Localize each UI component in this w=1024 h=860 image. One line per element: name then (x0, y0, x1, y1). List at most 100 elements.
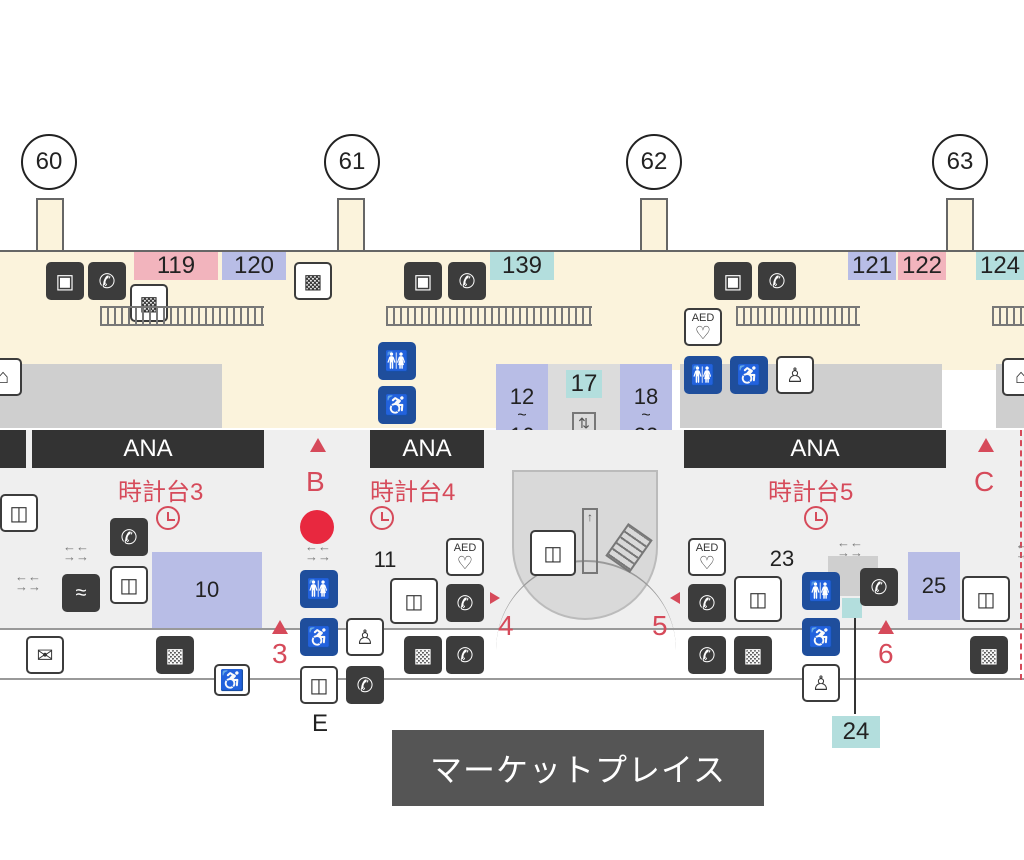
gate-122: 122 (898, 252, 946, 280)
moving-walkway (736, 306, 860, 326)
area-17: 17 (566, 370, 602, 398)
marketplace-label: マーケットプレイス (392, 730, 764, 806)
area-18: 18 (633, 383, 659, 409)
phone-icon[interactable]: ✆ (446, 636, 484, 674)
zone-b-label: B (306, 466, 325, 497)
house-icon[interactable]: ⌂ (0, 358, 22, 396)
elevator-icon[interactable]: ◫ (734, 576, 782, 622)
area-24-highlight (842, 598, 862, 618)
phone-icon[interactable]: ✆ (688, 584, 726, 622)
wheelchair-icon[interactable]: ♿ (730, 356, 768, 394)
elevator-icon[interactable]: ◫ (110, 566, 148, 604)
zone-c-label: C (974, 466, 995, 497)
elevator-icon[interactable]: ◫ (962, 576, 1010, 622)
area-tilde: ~ (641, 406, 651, 424)
exit-6-label: 6 (878, 638, 894, 669)
heart-icon: ♡ (694, 322, 712, 343)
baggage-cart-icon[interactable]: ▩ (404, 636, 442, 674)
elevator-icon[interactable]: ◫ (0, 494, 38, 532)
wheelchair-icon[interactable]: ♿ (300, 618, 338, 656)
restroom-icon[interactable]: 🚻 (802, 572, 840, 610)
house-icon[interactable]: ⌂ (1002, 358, 1024, 396)
phone-icon[interactable]: ✆ (860, 568, 898, 606)
walkway-direction-icon: ←←→→ (305, 539, 331, 564)
restroom-icon[interactable]: 🚻 (300, 570, 338, 608)
walkway-direction-icon: ←→ (1015, 537, 1024, 562)
gate-124: 124 (976, 252, 1024, 280)
baggage-cart-icon[interactable]: ▩ (734, 636, 772, 674)
exit-4-label: 4 (498, 610, 514, 641)
water-fountain-icon[interactable]: ◫ (300, 666, 338, 704)
plaza-curve (496, 560, 676, 652)
baby-care-icon[interactable]: ♙ (802, 664, 840, 702)
laptop-icon[interactable]: ▣ (46, 262, 84, 300)
area-24: 24 (832, 716, 880, 748)
service-strip-cream (222, 364, 498, 428)
aed-label: AED (453, 541, 477, 554)
aed-icon[interactable]: AED♡ (684, 308, 722, 346)
baggage-cart-icon[interactable]: ▩ (970, 636, 1008, 674)
aed-label: AED (695, 541, 719, 554)
leader-line (854, 618, 856, 714)
heart-icon: ♡ (698, 552, 716, 573)
current-location-marker (300, 510, 334, 544)
phone-icon[interactable]: ✆ (688, 636, 726, 674)
baby-care-icon[interactable]: ♙ (346, 618, 384, 656)
wheelchair-icon[interactable]: ♿ (378, 386, 416, 424)
wheelchair-icon[interactable]: ♿ (214, 664, 250, 696)
moving-walkway (386, 306, 592, 326)
walkway-direction-icon: ←←→→ (63, 539, 89, 564)
area-23: 23 (769, 546, 795, 572)
area-12: 12 (509, 383, 535, 409)
pier-62 (640, 198, 668, 254)
clock-icon (370, 506, 394, 530)
exit-5-label: 5 (652, 610, 668, 641)
exit-3-arrow (272, 620, 288, 634)
wheelchair-icon[interactable]: ♿ (802, 618, 840, 656)
escalator-icon[interactable]: ↑ (582, 508, 598, 574)
clock-tower-4-label: 時計台4 (370, 479, 456, 506)
zone-e-label: E (312, 710, 329, 737)
laptop-icon[interactable]: ▣ (404, 262, 442, 300)
exit-4-arrow (490, 592, 500, 604)
phone-icon[interactable]: ✆ (446, 584, 484, 622)
zone-b-arrow (310, 438, 326, 452)
smoking-icon[interactable]: ≈ (62, 574, 100, 612)
laptop-icon[interactable]: ▣ (714, 262, 752, 300)
pier-63 (946, 198, 974, 254)
clock-tower-5-label: 時計台5 (768, 479, 854, 506)
area-tilde: ~ (517, 406, 527, 424)
phone-icon[interactable]: ✆ (110, 518, 148, 556)
gate-number-61: 61 (324, 134, 380, 190)
baby-care-icon[interactable]: ♙ (776, 356, 814, 394)
restroom-icon[interactable]: 🚻 (378, 342, 416, 380)
dashed-boundary (1020, 430, 1022, 680)
area-25: 25 (908, 552, 960, 620)
phone-icon[interactable]: ✆ (88, 262, 126, 300)
mail-icon[interactable]: ✉ (26, 636, 64, 674)
phone-icon[interactable]: ✆ (448, 262, 486, 300)
baggage-cart-icon[interactable]: ▩ (294, 262, 332, 300)
gate-139: 139 (490, 252, 554, 280)
baggage-cart-icon[interactable]: ▩ (156, 636, 194, 674)
ana-counter: ANA (684, 430, 946, 468)
walkway-direction-icon: ←←→→ (15, 569, 41, 594)
gate-119: 119 (134, 252, 218, 280)
heart-icon: ♡ (456, 552, 474, 573)
aed-label: AED (691, 311, 715, 324)
phone-icon[interactable]: ✆ (758, 262, 796, 300)
exit-5-arrow (670, 592, 680, 604)
gate-number-63: 63 (932, 134, 988, 190)
gate-121: 121 (848, 252, 896, 280)
moving-walkway (992, 306, 1024, 326)
elevator-icon[interactable]: ◫ (530, 530, 576, 576)
service-strip (0, 364, 222, 428)
gate-120: 120 (222, 252, 286, 280)
walkway-direction-icon: ←←→→ (837, 535, 863, 560)
aed-icon[interactable]: AED♡ (446, 538, 484, 576)
elevator-icon[interactable]: ◫ (390, 578, 438, 624)
phone-icon[interactable]: ✆ (346, 666, 384, 704)
aed-icon[interactable]: AED♡ (688, 538, 726, 576)
restroom-icon[interactable]: 🚻 (684, 356, 722, 394)
clock-tower-3-label: 時計台3 (118, 479, 204, 506)
